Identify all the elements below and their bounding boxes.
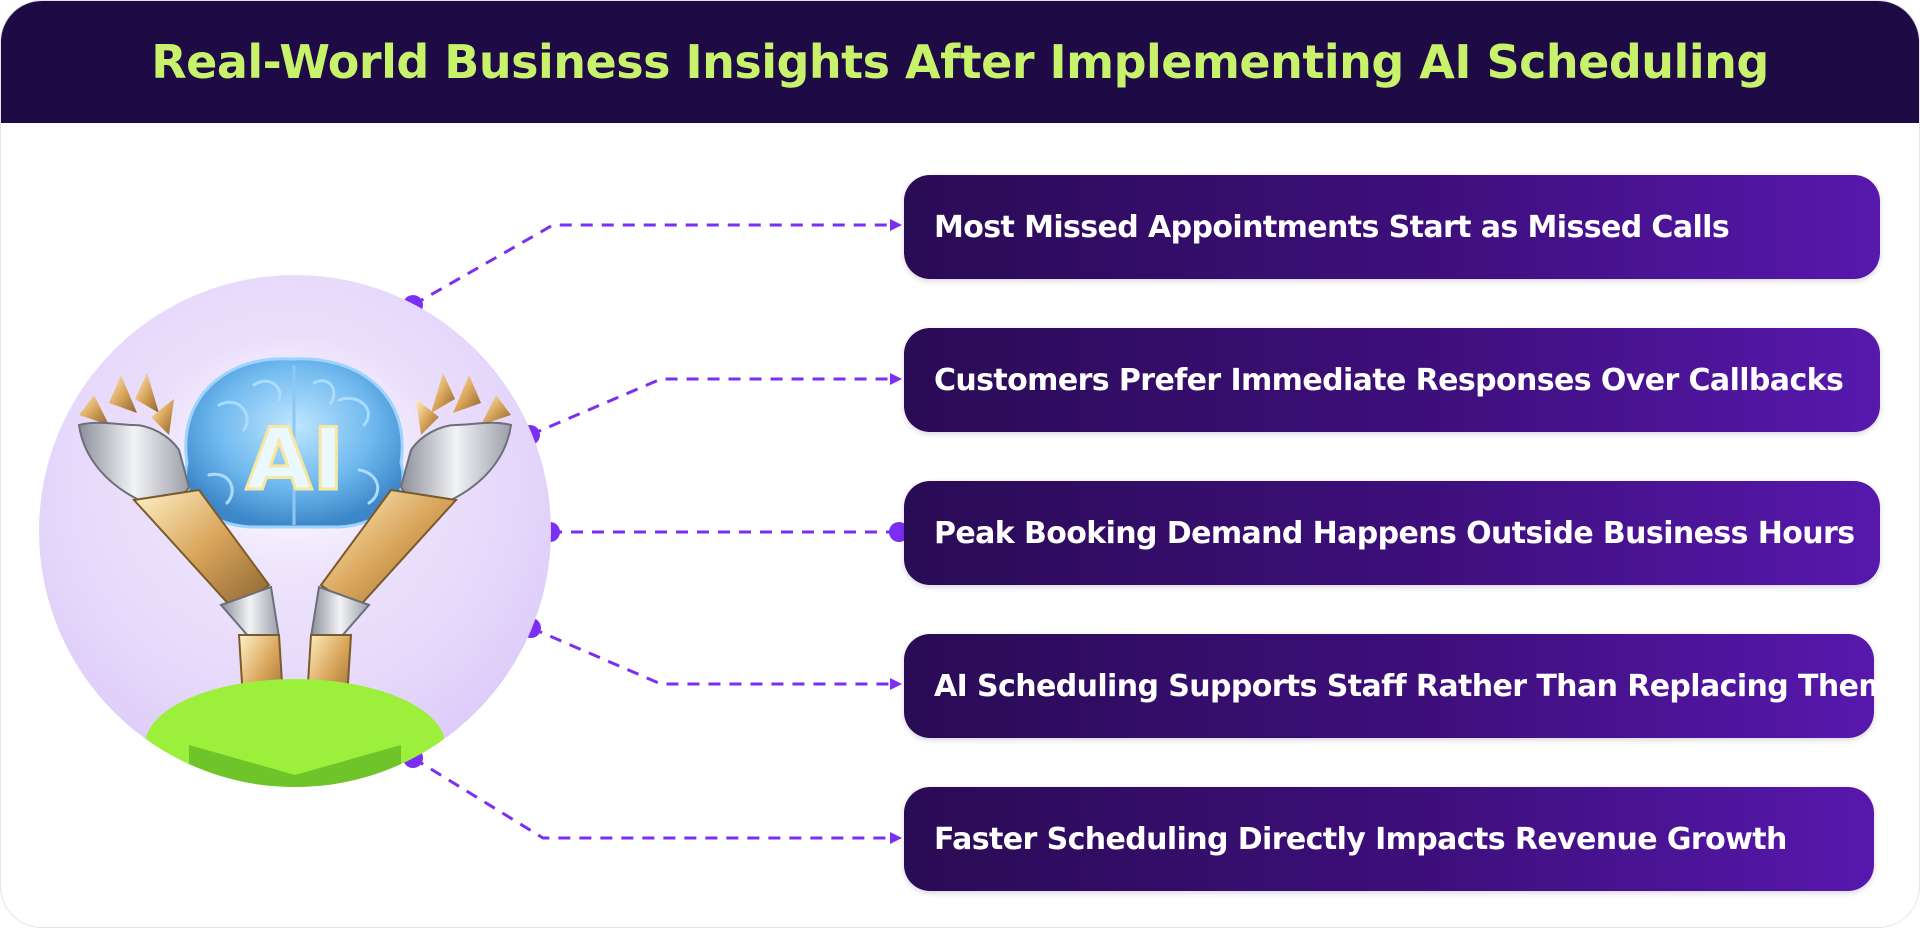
connector-1: [412, 219, 902, 307]
connector-2: [529, 373, 902, 437]
insight-card-2: Customers Prefer Immediate Responses Ove…: [904, 328, 1880, 432]
insight-label: Most Missed Appointments Start as Missed…: [934, 209, 1730, 245]
brain-icon: AI: [184, 357, 405, 529]
insight-label: Customers Prefer Immediate Responses Ove…: [934, 362, 1844, 398]
robot-hands-ai-brain-icon: AI: [77, 335, 513, 787]
insight-label: Peak Booking Demand Happens Outside Busi…: [934, 515, 1855, 551]
connector-4: [530, 626, 902, 690]
insight-card-5: Faster Scheduling Directly Impacts Reven…: [904, 787, 1874, 891]
ai-hero-illustration: AI: [39, 275, 551, 787]
header-banner: Real-World Business Insights After Imple…: [1, 1, 1919, 123]
green-ground-shade: [189, 745, 401, 787]
insight-card-1: Most Missed Appointments Start as Missed…: [904, 175, 1880, 279]
insight-card-3: Peak Booking Demand Happens Outside Busi…: [904, 481, 1880, 585]
insight-label: Faster Scheduling Directly Impacts Reven…: [934, 821, 1787, 857]
green-ground: [145, 679, 445, 787]
insight-card-4: AI Scheduling Supports Staff Rather Than…: [904, 634, 1890, 738]
insight-label: AI Scheduling Supports Staff Rather Than…: [934, 668, 1890, 704]
ai-badge-text: AI: [246, 410, 345, 510]
page-title: Real-World Business Insights After Imple…: [151, 35, 1769, 89]
connector-5: [412, 756, 902, 844]
